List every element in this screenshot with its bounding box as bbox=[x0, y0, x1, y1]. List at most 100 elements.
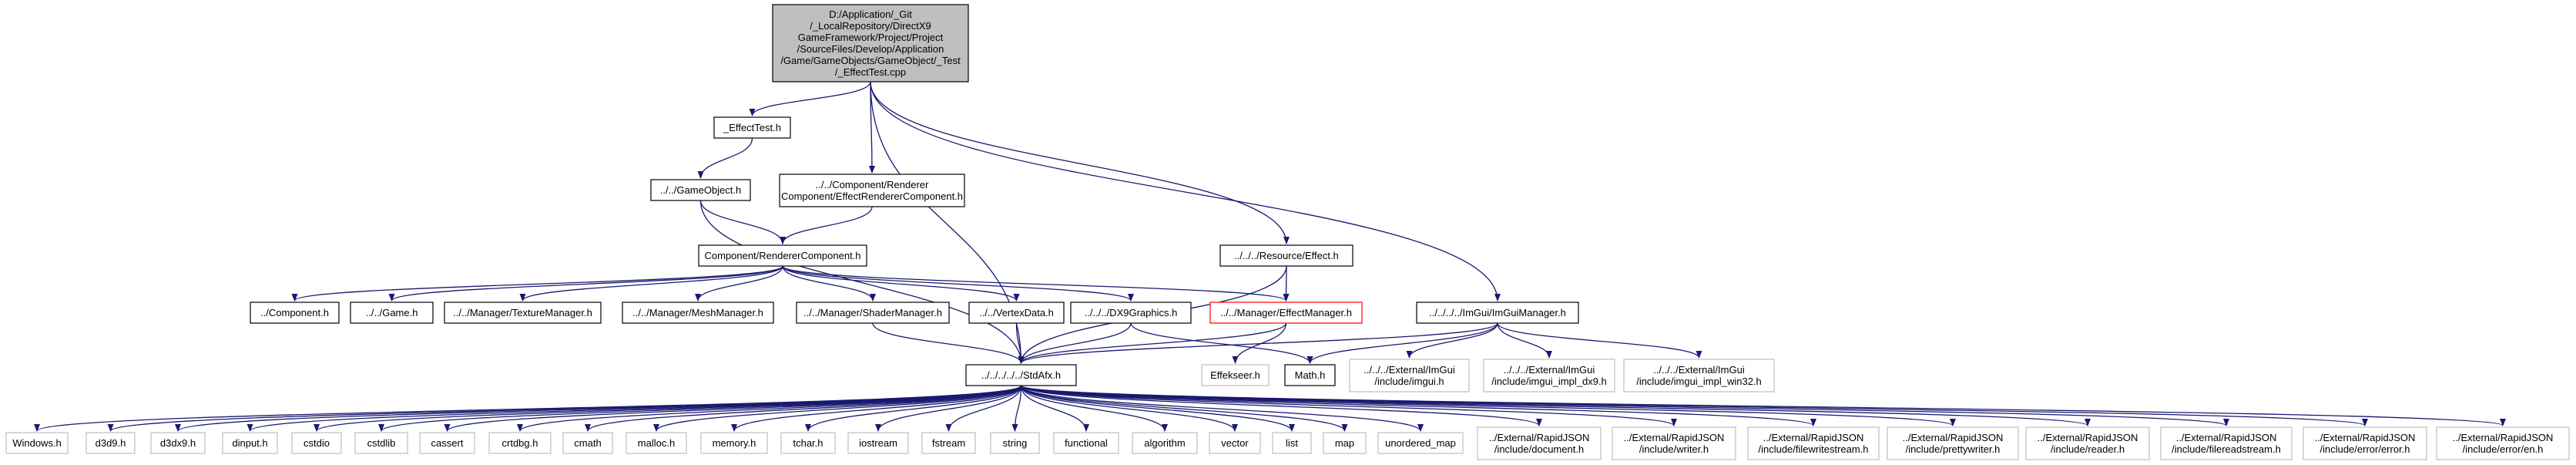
node-box-list bbox=[1272, 432, 1312, 454]
node-label-rj_writer_h-line-0: ../External/RapidJSON bbox=[1624, 432, 1725, 443]
edge-imguimanager_h-to-stdafx_h bbox=[1018, 322, 1498, 364]
node-effectrenderer_h[interactable]: ../../Component/RendererComponent/Effect… bbox=[779, 174, 965, 207]
node-rj_filereadstream_h[interactable]: ../External/RapidJSON/include/filereadst… bbox=[2160, 426, 2293, 460]
node-renderercomponent_h[interactable]: Component/RendererComponent.h bbox=[698, 244, 867, 267]
node-rj_prettywriter_h[interactable]: ../External/RapidJSON/include/prettywrit… bbox=[1887, 426, 2019, 460]
edge-dx9graphics_h-to-stdafx_h bbox=[1018, 322, 1132, 364]
node-texturemanager_h[interactable]: ../../Manager/TextureManager.h bbox=[444, 302, 602, 324]
node-d3d9_h[interactable]: d3d9.h bbox=[86, 432, 136, 454]
node-functional[interactable]: functional bbox=[1053, 432, 1119, 454]
node-imguimanager_h[interactable]: ../../../../ImGui/ImGuiManager.h bbox=[1416, 302, 1579, 324]
node-d3dx9_h[interactable]: d3dx9.h bbox=[150, 432, 206, 454]
edge-effectmanager_h-to-effekseer_h bbox=[1232, 322, 1287, 364]
node-math_h[interactable]: Math.h bbox=[1284, 364, 1336, 386]
node-shadermanager_h[interactable]: ../../Manager/ShaderManager.h bbox=[796, 302, 950, 324]
node-resource_effect_h[interactable]: ../../../Resource/Effect.h bbox=[1219, 244, 1353, 267]
node-map[interactable]: map bbox=[1323, 432, 1367, 454]
edge-stdafx_h-to-unordered_map bbox=[1020, 385, 1424, 432]
node-vector[interactable]: vector bbox=[1209, 432, 1261, 454]
node-effectmanager_h[interactable]: ../../Manager/EffectManager.h bbox=[1209, 302, 1363, 324]
edge-stdafx_h-to-string bbox=[1011, 385, 1022, 432]
edge-effectmanager_h-to-stdafx_h bbox=[1018, 322, 1287, 364]
node-cassert[interactable]: cassert bbox=[419, 432, 475, 454]
node-box-rj_filereadstream_h bbox=[2160, 426, 2293, 460]
node-memory_h[interactable]: memory.h bbox=[700, 432, 768, 454]
node-box-stdafx_h bbox=[965, 364, 1077, 386]
node-cstdlib[interactable]: cstdlib bbox=[354, 432, 408, 454]
node-label-cmath-line-0: cmath bbox=[574, 437, 601, 449]
node-unordered_map[interactable]: unordered_map bbox=[1377, 432, 1464, 454]
node-vertexdata_h[interactable]: ../../VertexData.h bbox=[968, 302, 1065, 324]
node-label-rj_writer_h-line-1: /include/writer.h bbox=[1639, 443, 1709, 455]
edge-stdafx_h-to-algorithm bbox=[1020, 385, 1168, 432]
node-label-rj_filereadstream_h-line-1: /include/filereadstream.h bbox=[2172, 443, 2281, 455]
node-rj_document_h[interactable]: ../External/RapidJSON/include/document.h bbox=[1477, 426, 1602, 460]
node-gameobject_h[interactable]: ../../GameObject.h bbox=[650, 179, 751, 201]
node-label-rj_en_h-line-0: ../External/RapidJSON bbox=[2453, 432, 2554, 443]
node-malloc_h[interactable]: malloc.h bbox=[626, 432, 687, 454]
node-box-effectrenderer_h bbox=[779, 174, 965, 207]
edge-renderercomponent_h-to-texturemanager_h bbox=[519, 265, 783, 302]
edge-stdafx_h-to-windows_h bbox=[34, 385, 1022, 432]
node-box-dx9graphics_h bbox=[1070, 302, 1192, 324]
edge-stdafx_h-to-cstdlib bbox=[378, 385, 1022, 432]
node-rj_writer_h[interactable]: ../External/RapidJSON/include/writer.h bbox=[1612, 426, 1736, 460]
node-box-iostream bbox=[847, 432, 909, 454]
node-box-tchar_h bbox=[780, 432, 836, 454]
node-label-imguimanager_h-line-0: ../../../../ImGui/ImGuiManager.h bbox=[1429, 307, 1566, 318]
edge-imguimanager_h-to-math_h bbox=[1306, 322, 1498, 364]
node-imgui_h[interactable]: ../../../External/ImGui/include/imgui.h bbox=[1349, 359, 1470, 393]
node-game_h[interactable]: ../../Game.h bbox=[350, 302, 434, 324]
edge-imguimanager_h-to-imgui_dx9_h bbox=[1497, 322, 1552, 359]
edge-stdafx_h-to-iostream bbox=[875, 385, 1022, 432]
node-label-imgui_win32_h-line-1: /include/imgui_impl_win32.h bbox=[1636, 376, 1762, 387]
edge-stdafx_h-to-rj_prettywriter_h bbox=[1020, 385, 1956, 426]
node-algorithm[interactable]: algorithm bbox=[1132, 432, 1198, 454]
edge-shadermanager_h-to-stdafx_h bbox=[872, 322, 1025, 364]
node-root[interactable]: D:/Application/_Git/_LocalRepository/Dir… bbox=[772, 4, 969, 83]
node-fstream[interactable]: fstream bbox=[921, 432, 976, 454]
node-box-texturemanager_h bbox=[444, 302, 602, 324]
node-windows_h[interactable]: Windows.h bbox=[5, 432, 69, 454]
node-rj_en_h[interactable]: ../External/RapidJSON/include/error/en.h bbox=[2436, 426, 2570, 460]
node-meshmanager_h[interactable]: ../../Manager/MeshManager.h bbox=[622, 302, 774, 324]
node-label-effectmanager_h-line-0: ../../Manager/EffectManager.h bbox=[1220, 307, 1352, 318]
node-box-string bbox=[990, 432, 1040, 454]
node-label-rj_en_h-line-1: /include/error/en.h bbox=[2463, 443, 2544, 455]
node-box-resource_effect_h bbox=[1219, 244, 1353, 267]
node-label-dx9graphics_h-line-0: ../../../DX9Graphics.h bbox=[1085, 307, 1178, 318]
node-label-rj_reader_h-line-0: ../External/RapidJSON bbox=[2038, 432, 2138, 443]
node-imgui_dx9_h[interactable]: ../../../External/ImGui/include/imgui_im… bbox=[1483, 359, 1615, 393]
edge-renderercomponent_h-to-dx9graphics_h bbox=[782, 265, 1134, 302]
node-label-cstdio-line-0: cstdio bbox=[304, 437, 330, 449]
node-label-renderercomponent_h-line-0: Component/RendererComponent.h bbox=[704, 250, 860, 261]
node-label-rj_filereadstream_h-line-0: ../External/RapidJSON bbox=[2176, 432, 2277, 443]
node-label-stdafx_h-line-0: ../../../../../StdAfx.h bbox=[981, 369, 1061, 381]
node-effecttest_h[interactable]: _EffectTest.h bbox=[713, 116, 791, 139]
node-rj_error_h[interactable]: ../External/RapidJSON/include/error/erro… bbox=[2303, 426, 2427, 460]
node-imgui_win32_h[interactable]: ../../../External/ImGui/include/imgui_im… bbox=[1623, 359, 1775, 393]
edge-dx9graphics_h-to-math_h bbox=[1130, 322, 1313, 364]
node-cmath[interactable]: cmath bbox=[562, 432, 613, 454]
node-iostream[interactable]: iostream bbox=[847, 432, 909, 454]
node-box-algorithm bbox=[1132, 432, 1198, 454]
node-label-rj_document_h-line-1: /include/document.h bbox=[1494, 443, 1584, 455]
node-label-rj_error_h-line-1: /include/error/error.h bbox=[2319, 443, 2410, 455]
node-crtdbg_h[interactable]: crtdbg.h bbox=[488, 432, 552, 454]
node-rj_reader_h[interactable]: ../External/RapidJSON/include/reader.h bbox=[2025, 426, 2150, 460]
node-label-effectrenderer_h-line-0: ../../Component/Renderer bbox=[816, 179, 929, 190]
node-list[interactable]: list bbox=[1272, 432, 1312, 454]
node-rj_filewritestream_h[interactable]: ../External/RapidJSON/include/filewrites… bbox=[1747, 426, 1880, 460]
node-box-imgui_h bbox=[1349, 359, 1470, 393]
node-component_h[interactable]: ../Component.h bbox=[250, 302, 340, 324]
node-label-root-line-3: /SourceFiles/Develop/Application bbox=[797, 43, 944, 55]
node-dx9graphics_h[interactable]: ../../../DX9Graphics.h bbox=[1070, 302, 1192, 324]
node-dinput_h[interactable]: dinput.h bbox=[222, 432, 278, 454]
node-cstdio[interactable]: cstdio bbox=[291, 432, 342, 454]
node-effekseer_h[interactable]: Effekseer.h bbox=[1201, 364, 1270, 386]
edge-stdafx_h-to-cmath bbox=[585, 385, 1022, 432]
node-tchar_h[interactable]: tchar.h bbox=[780, 432, 836, 454]
edge-stdafx_h-to-fstream bbox=[945, 385, 1022, 432]
node-stdafx_h[interactable]: ../../../../../StdAfx.h bbox=[965, 364, 1077, 386]
node-string[interactable]: string bbox=[990, 432, 1040, 454]
